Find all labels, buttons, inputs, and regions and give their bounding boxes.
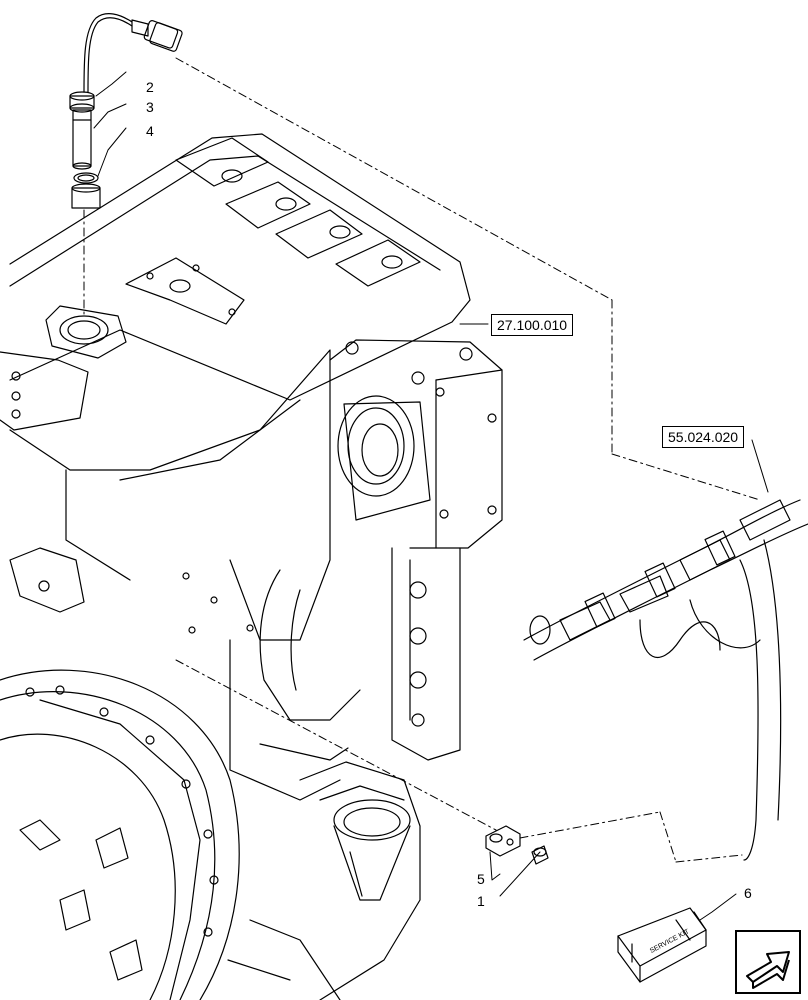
callout-6: 6 — [744, 885, 752, 901]
ref-55-024-020[interactable]: 55.024.020 — [662, 426, 745, 448]
next-page-button[interactable] — [735, 930, 801, 994]
callout-1: 1 — [477, 893, 485, 909]
lower-casting — [227, 761, 421, 1000]
service-kit-box — [617, 907, 707, 983]
ref-27-100-010[interactable]: 27.100.010 — [491, 314, 574, 336]
transmission-housing — [0, 133, 503, 801]
callout-5: 5 — [477, 871, 485, 887]
sensor-assembly — [69, 13, 183, 209]
bracket-bolt — [485, 825, 549, 865]
callout-2: 2 — [146, 79, 154, 95]
assembly-dash-lines — [83, 57, 761, 863]
callout-3: 3 — [146, 99, 154, 115]
flywheel-ring — [0, 669, 240, 1000]
callout-4: 4 — [146, 123, 154, 139]
wiring-harness — [523, 499, 808, 861]
callout-leaders — [93, 71, 769, 921]
arrow-next-icon — [746, 951, 790, 989]
